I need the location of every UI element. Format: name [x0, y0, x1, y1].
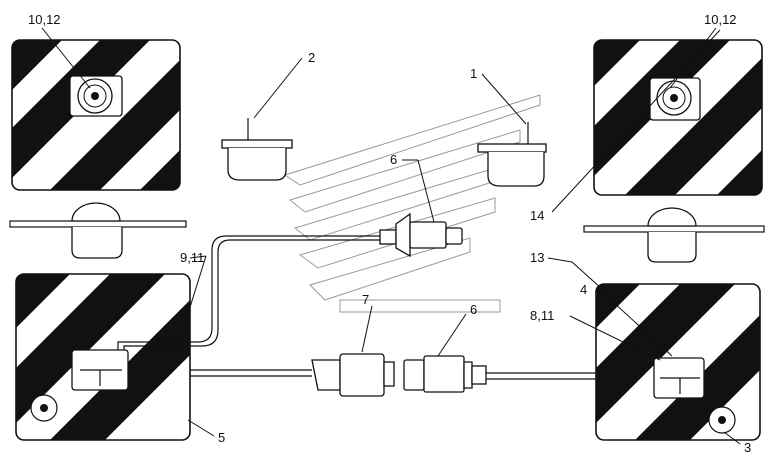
- label-9-11: 9,11: [180, 250, 204, 265]
- left-mounting-bar: [9, 202, 187, 259]
- leader-lines: [41, 27, 741, 445]
- label-8-11: 8,11: [530, 308, 554, 323]
- label-7: 7: [362, 292, 369, 307]
- right-mounting-bar: [583, 207, 765, 263]
- label-6-lower: 6: [470, 302, 477, 317]
- plate-lamp-1: [477, 122, 547, 187]
- bottom-right-warning-panel: [595, 283, 761, 441]
- label-2: 2: [308, 50, 315, 65]
- cable-9-11: [117, 235, 384, 350]
- label-10-12-left: 10,12: [28, 12, 61, 27]
- label-10-12-right: 10,12: [704, 12, 737, 27]
- label-1: 1: [470, 66, 477, 81]
- connector-6-upper: [379, 212, 463, 258]
- connector-6-lower: [403, 355, 487, 393]
- plate-lamp-2: [221, 118, 293, 181]
- main-cable: [190, 369, 596, 380]
- label-5: 5: [218, 430, 225, 445]
- bottom-left-warning-panel: [15, 273, 191, 441]
- label-13: 13: [530, 250, 544, 265]
- label-6-upper: 6: [390, 152, 397, 167]
- label-14: 14: [530, 208, 544, 223]
- watermark-logo: [283, 94, 541, 313]
- top-left-warning-panel: [11, 39, 181, 191]
- label-3: 3: [744, 440, 751, 455]
- top-right-warning-panel: [593, 39, 763, 196]
- label-4: 4: [580, 282, 587, 297]
- connector-7: [311, 353, 395, 397]
